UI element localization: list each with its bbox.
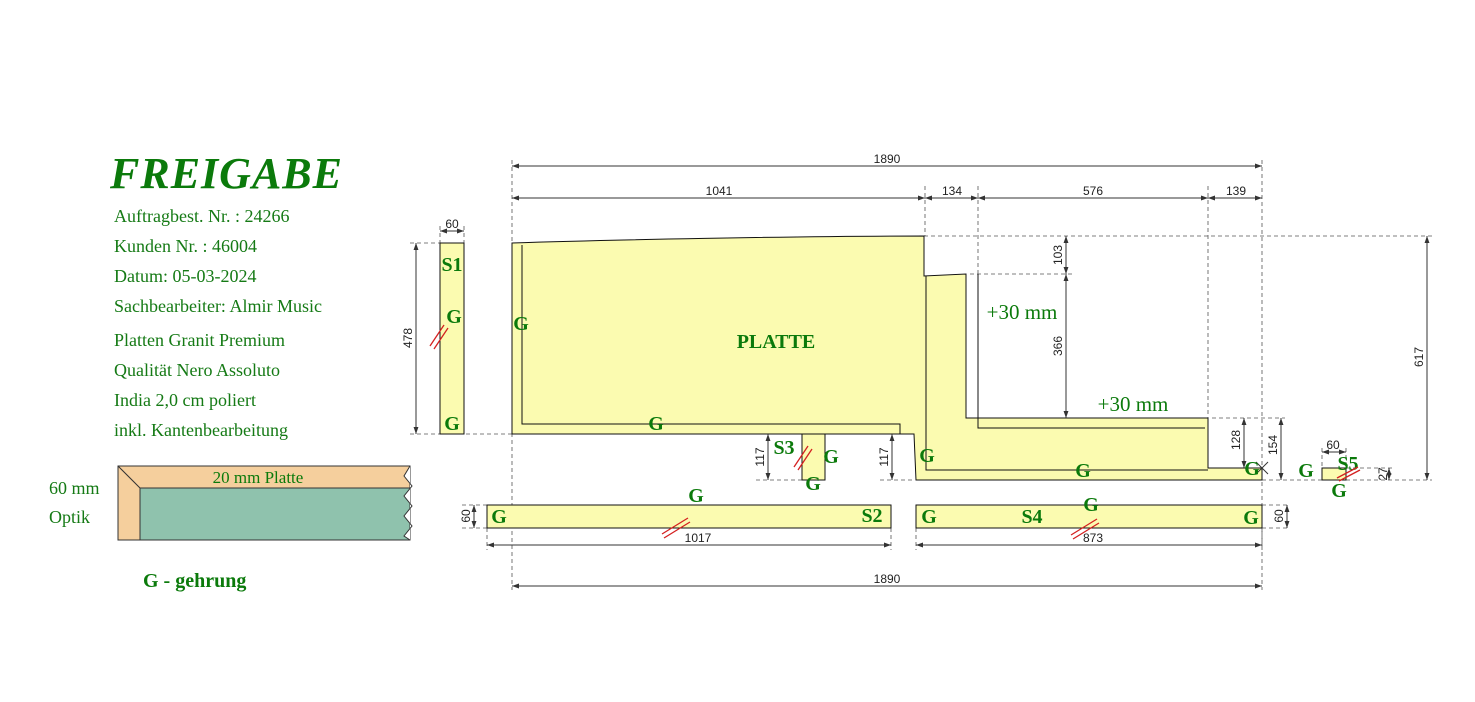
dim-s2-60: 60 [459,509,473,523]
dim-total-bottom: 1890 [874,572,901,586]
dimension-labels: 1890 1041 134 576 139 60 60 1017 873 189… [401,152,1426,586]
g-mark: G [823,446,839,468]
stone-pieces [439,235,1347,529]
optik-size-label: 60 mm [49,478,100,498]
label-s1: S1 [441,254,462,276]
material-line: Platten Granit Premium [114,330,285,350]
cut-mark-icon [429,324,449,350]
dim-128: 128 [1229,430,1243,450]
profile-plate-label: 20 mm Platte [213,468,304,487]
strip-s3 [801,433,826,481]
cut-mark-icon [1336,466,1361,482]
quality-line: Qualität Nero Assoluto [114,360,280,380]
cut-mark-icon [1070,518,1100,540]
edge-profile-illustration: 20 mm Platte [117,465,413,541]
inner-edge-lines [521,245,1208,471]
dim-s5-27: 27 [1376,467,1390,481]
dim-s2-length: 1017 [685,531,712,545]
label-s4: S4 [1021,506,1042,528]
dim-576: 576 [1083,184,1103,198]
dim-1041: 1041 [706,184,733,198]
g-mark: G [1298,460,1314,482]
note-plus-30-lower: +30 mm [1098,392,1169,416]
strip-s4 [915,504,1263,529]
g-mark: G [648,413,664,435]
note-plus-30-upper: +30 mm [987,300,1058,324]
dim-154: 154 [1266,435,1280,455]
dim-mid-117: 117 [877,447,891,466]
cut-mark-icon [793,445,813,471]
cut-marks [429,324,1361,540]
strip-s1 [439,242,465,435]
g-mark: G [1331,480,1347,502]
label-s3: S3 [773,437,794,459]
g-mark: G [1083,494,1099,516]
g-mark: G [1243,507,1259,529]
order-date: Datum: 05-03-2024 [114,266,257,286]
label-s2: S2 [861,505,882,527]
dimension-lines [413,163,1430,589]
dim-s5-width: 60 [1326,438,1340,452]
g-mark: G [921,506,937,528]
clerk-name: Sachbearbeiter: Almir Music [114,296,322,316]
dim-139: 139 [1226,184,1246,198]
cut-mark-icon [661,517,691,539]
g-mark: G [688,485,704,507]
g-mark: G [444,413,460,435]
dim-617: 617 [1412,347,1426,367]
g-mark: G [446,306,462,328]
g-mark: G [805,473,821,495]
strip-s2 [486,504,892,529]
main-plate-shape [511,235,1263,481]
dim-s4-length: 873 [1083,531,1103,545]
g-mark: G [1075,460,1091,482]
optik-label: Optik [49,507,91,527]
dim-s3-117: 117 [753,447,767,466]
dim-s4-60: 60 [1272,509,1286,523]
customer-number: Kunden Nr. : 46004 [114,236,257,256]
legend-gehrung: G - gehrung [143,570,247,592]
dim-366: 366 [1051,336,1065,356]
g-mark: G [513,313,529,335]
dim-103: 103 [1051,245,1065,265]
finish-line: India 2,0 cm poliert [114,390,256,410]
page-title: FREIGABE [110,149,343,198]
order-number: Auftragbest. Nr. : 24266 [114,206,290,226]
gehrung-markers: G G G G G G G G G G G G G G G G [444,306,1347,529]
dim-s1-height: 478 [401,328,415,348]
dim-134: 134 [942,184,962,198]
g-mark: G [919,445,935,467]
dim-total-top: 1890 [874,152,901,166]
edge-processing-line: inkl. Kantenbearbeitung [114,420,288,440]
dim-s1-width: 60 [445,217,459,231]
g-mark: G [1244,458,1260,480]
g-mark: G [491,506,507,528]
label-platte: PLATTE [737,331,816,353]
